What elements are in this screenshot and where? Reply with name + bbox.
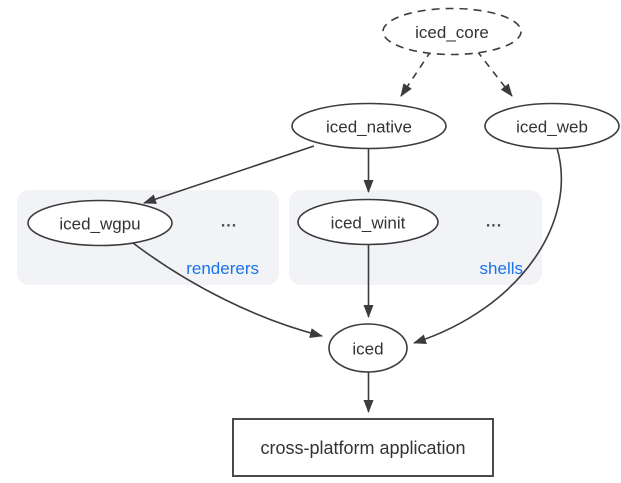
edge-iced_web-iced	[413, 147, 562, 345]
renderers-group-label: renderers	[186, 259, 259, 278]
shells-group-label: shells	[480, 259, 523, 278]
iced_web-label: iced_web	[516, 118, 588, 137]
iced_wgpu-ellipse	[27, 199, 173, 247]
shells-ellipsis: ...	[486, 214, 502, 231]
node-iced_winit: iced_winit	[297, 198, 439, 246]
iced_native-ellipse	[291, 102, 447, 150]
edge-iced_native-iced_wgpu	[143, 145, 315, 204]
iced_wgpu-label: iced_wgpu	[59, 215, 140, 234]
iced_winit-label: iced_winit	[331, 214, 406, 233]
iced_core-ellipse	[382, 7, 522, 56]
iced_native-label: iced_native	[326, 118, 412, 137]
renderers-ellipsis: ...	[221, 214, 237, 231]
app-label: cross-platform application	[260, 438, 465, 458]
node-iced_core: iced_core	[382, 7, 522, 56]
node-cross-platform-application: cross-platform application	[232, 418, 494, 477]
iced_core-label: iced_core	[415, 23, 489, 42]
iced-ellipse	[328, 323, 408, 373]
iced_web-ellipse	[484, 102, 620, 150]
app-rect	[232, 418, 494, 477]
node-iced: iced	[328, 323, 408, 373]
node-iced_native: iced_native	[291, 102, 447, 150]
iced-label: iced	[352, 340, 383, 359]
iced_winit-ellipse	[297, 198, 439, 246]
edge-iced_core-iced_native	[400, 50, 432, 97]
edge-iced_wgpu-iced	[132, 242, 323, 338]
node-iced_wgpu: iced_wgpu	[27, 199, 173, 247]
edge-iced_core-iced_web	[476, 50, 513, 97]
node-iced_web: iced_web	[484, 102, 620, 150]
